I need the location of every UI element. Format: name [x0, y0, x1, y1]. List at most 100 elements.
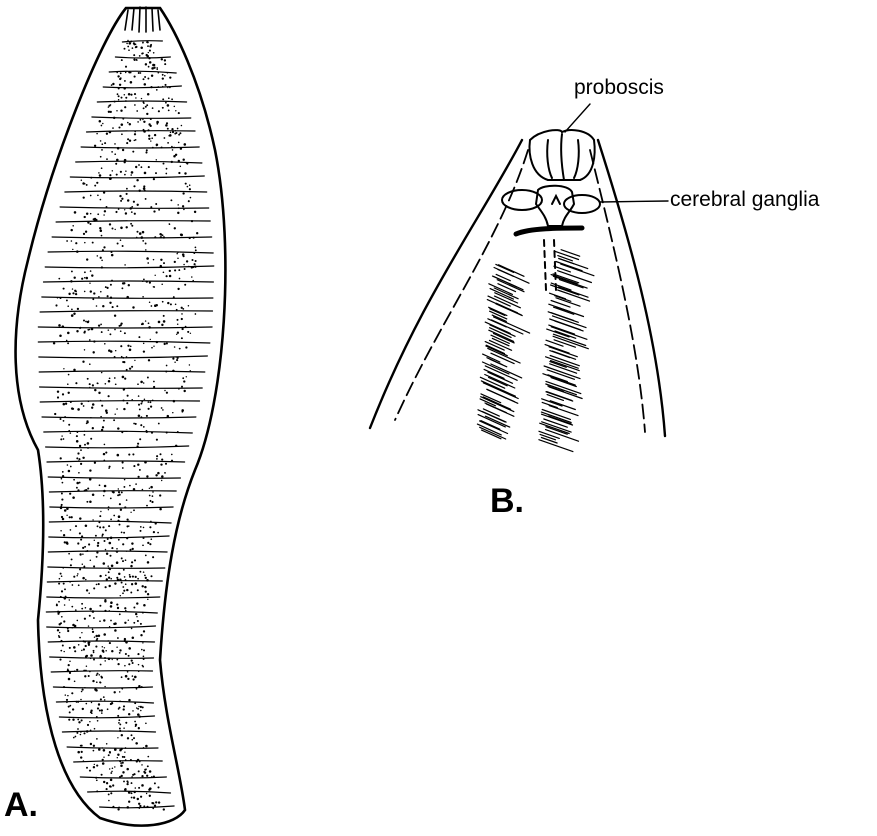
- stipple-dot: [134, 676, 137, 679]
- stipple-dot: [99, 710, 101, 712]
- stipple-dot: [178, 142, 180, 144]
- stipple-dot: [120, 72, 122, 74]
- segment-line: [48, 251, 213, 253]
- stipple-dot: [65, 596, 67, 598]
- stipple-dot: [127, 737, 129, 739]
- stipple-dot: [88, 400, 90, 402]
- stipple-dot: [146, 579, 149, 582]
- stipple-dot: [66, 699, 68, 701]
- stipple-dot: [112, 170, 113, 171]
- segment-line: [56, 221, 210, 222]
- stipple-dot: [75, 525, 77, 527]
- stipple-dot: [100, 655, 102, 657]
- stipple-dot: [117, 147, 120, 150]
- stipple-dot: [129, 42, 132, 45]
- stipple-dot: [126, 768, 129, 771]
- stipple-dot: [117, 579, 119, 581]
- stipple-dot: [109, 555, 111, 557]
- stipple-dot: [139, 805, 141, 807]
- stipple-dot: [125, 212, 127, 214]
- stipple-dot: [118, 126, 120, 128]
- stipple-dot: [113, 515, 115, 517]
- stipple-dot: [90, 438, 92, 440]
- stipple-dot: [149, 770, 152, 773]
- stipple-dot: [143, 658, 145, 660]
- stipple-dot: [69, 581, 70, 582]
- stipple-dot: [114, 691, 116, 693]
- stipple-dot: [146, 775, 148, 777]
- stipple-dot: [115, 211, 117, 213]
- stipple-dot: [137, 589, 139, 591]
- muscle-fiber: [550, 401, 575, 410]
- stipple-dot: [143, 426, 145, 428]
- stipple-dot: [100, 324, 102, 326]
- anterior-end-b: [370, 104, 668, 452]
- stipple-dot: [142, 296, 144, 298]
- stipple-dot: [111, 547, 113, 549]
- stipple-dot: [195, 260, 197, 262]
- stipple-dot: [99, 484, 101, 486]
- stipple-dot: [110, 772, 112, 774]
- stipple-dot: [103, 214, 105, 216]
- stipple-dot: [81, 179, 82, 180]
- stipple-dot: [61, 478, 63, 480]
- stipple-dot: [119, 760, 121, 762]
- stipple-dot: [76, 435, 78, 437]
- stipple-dot: [183, 255, 185, 257]
- muscle-fiber: [556, 262, 582, 271]
- stipple-dot: [155, 474, 157, 476]
- stipple-dot: [133, 201, 135, 203]
- stipple-dot: [131, 776, 132, 777]
- segment-line: [40, 311, 212, 312]
- stipple-dot: [112, 127, 114, 129]
- stipple-dot: [87, 487, 89, 489]
- stipple-dot: [125, 583, 127, 585]
- stipple-dot: [143, 78, 145, 80]
- stipple-dot: [132, 662, 134, 664]
- stipple-dot: [141, 784, 144, 787]
- stipple-dot: [166, 392, 168, 394]
- stipple-dot: [120, 595, 121, 596]
- stipple-dot: [88, 625, 89, 626]
- stipple-dot: [63, 686, 65, 688]
- stipple-dot: [100, 291, 102, 293]
- stipple-dot: [156, 331, 158, 333]
- stipple-dot: [121, 775, 123, 777]
- stipple-dot: [129, 349, 132, 352]
- stipple-dot: [171, 454, 173, 456]
- stipple-dot: [70, 401, 72, 403]
- ganglia-leader: [600, 201, 668, 202]
- stipple-dot: [82, 361, 84, 363]
- stipple-dot: [192, 280, 193, 281]
- stipple-dot: [86, 184, 88, 186]
- stipple-dot: [103, 619, 105, 621]
- stipple-dot: [77, 751, 80, 754]
- stipple-dot: [141, 236, 144, 239]
- stipple-dot: [110, 111, 112, 113]
- stipple-dot: [168, 109, 170, 111]
- stipple-dot: [177, 128, 179, 130]
- stipple-dot: [132, 576, 134, 578]
- stipple-dot: [146, 149, 148, 151]
- stipple-dot: [159, 233, 161, 235]
- stipple-dot: [181, 318, 183, 320]
- stipple-dot: [156, 121, 159, 124]
- stipple-dot: [138, 476, 140, 478]
- stipple-dot: [74, 277, 76, 279]
- stipple-dot: [148, 123, 150, 125]
- stipple-dot: [98, 172, 100, 174]
- stipple-dot: [143, 101, 145, 103]
- muscle-fiber: [551, 285, 579, 295]
- stipple-dot: [58, 278, 60, 280]
- stipple-dot: [93, 650, 95, 652]
- stipple-dot: [162, 77, 164, 79]
- stipple-dot: [195, 313, 197, 315]
- stipple-dot: [139, 438, 141, 440]
- stipple-dot: [121, 133, 123, 135]
- stipple-dot: [114, 329, 116, 331]
- stipple-dot: [131, 171, 134, 174]
- stipple-dot: [131, 782, 133, 784]
- stipple-dot: [195, 249, 197, 251]
- stipple-dot: [66, 240, 68, 242]
- stipple-dot: [104, 657, 106, 659]
